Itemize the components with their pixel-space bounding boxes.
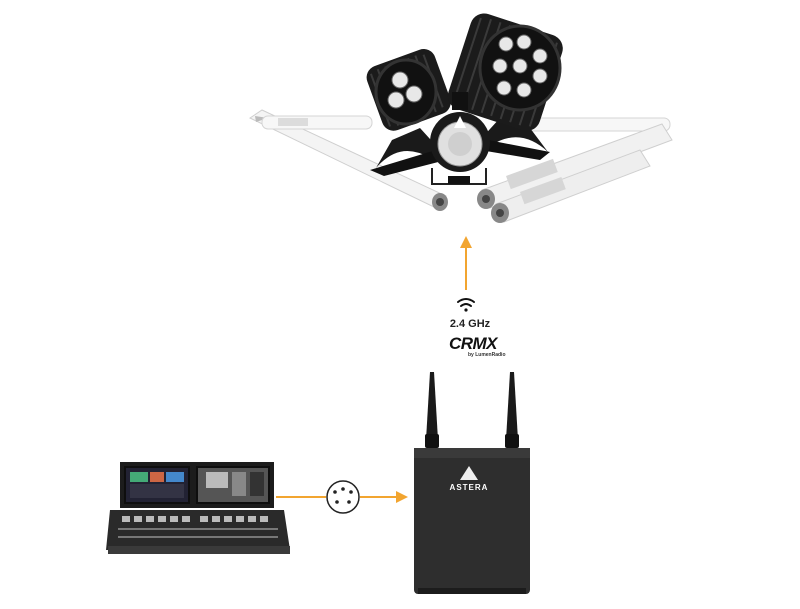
left-tube-fixture (248, 109, 448, 211)
dmx-5pin-connector-icon (326, 480, 360, 514)
crmx-logo: CRMX (448, 334, 498, 353)
crmx-logo-subtitle: by LumenRadio (468, 352, 506, 358)
small-par-light (366, 48, 451, 131)
bulb-fixture (430, 92, 490, 185)
wifi-icon (457, 298, 475, 312)
par-stands (370, 118, 550, 176)
back-tube-left (261, 115, 373, 130)
wireless-link-arrow (460, 236, 472, 290)
transmitter-antennas (425, 372, 519, 448)
transmitter-brand-label: ASTERA (449, 483, 489, 492)
right-tube-fixture-2 (491, 149, 651, 223)
astera-logo-icon (460, 466, 478, 480)
dmx-link-arrow (276, 491, 408, 503)
large-par-light (447, 13, 563, 131)
frequency-label: 2.4 GHz (449, 318, 491, 330)
right-tube-fixture-1 (477, 123, 673, 209)
lighting-console (106, 462, 290, 554)
transmitter-box (414, 448, 530, 594)
